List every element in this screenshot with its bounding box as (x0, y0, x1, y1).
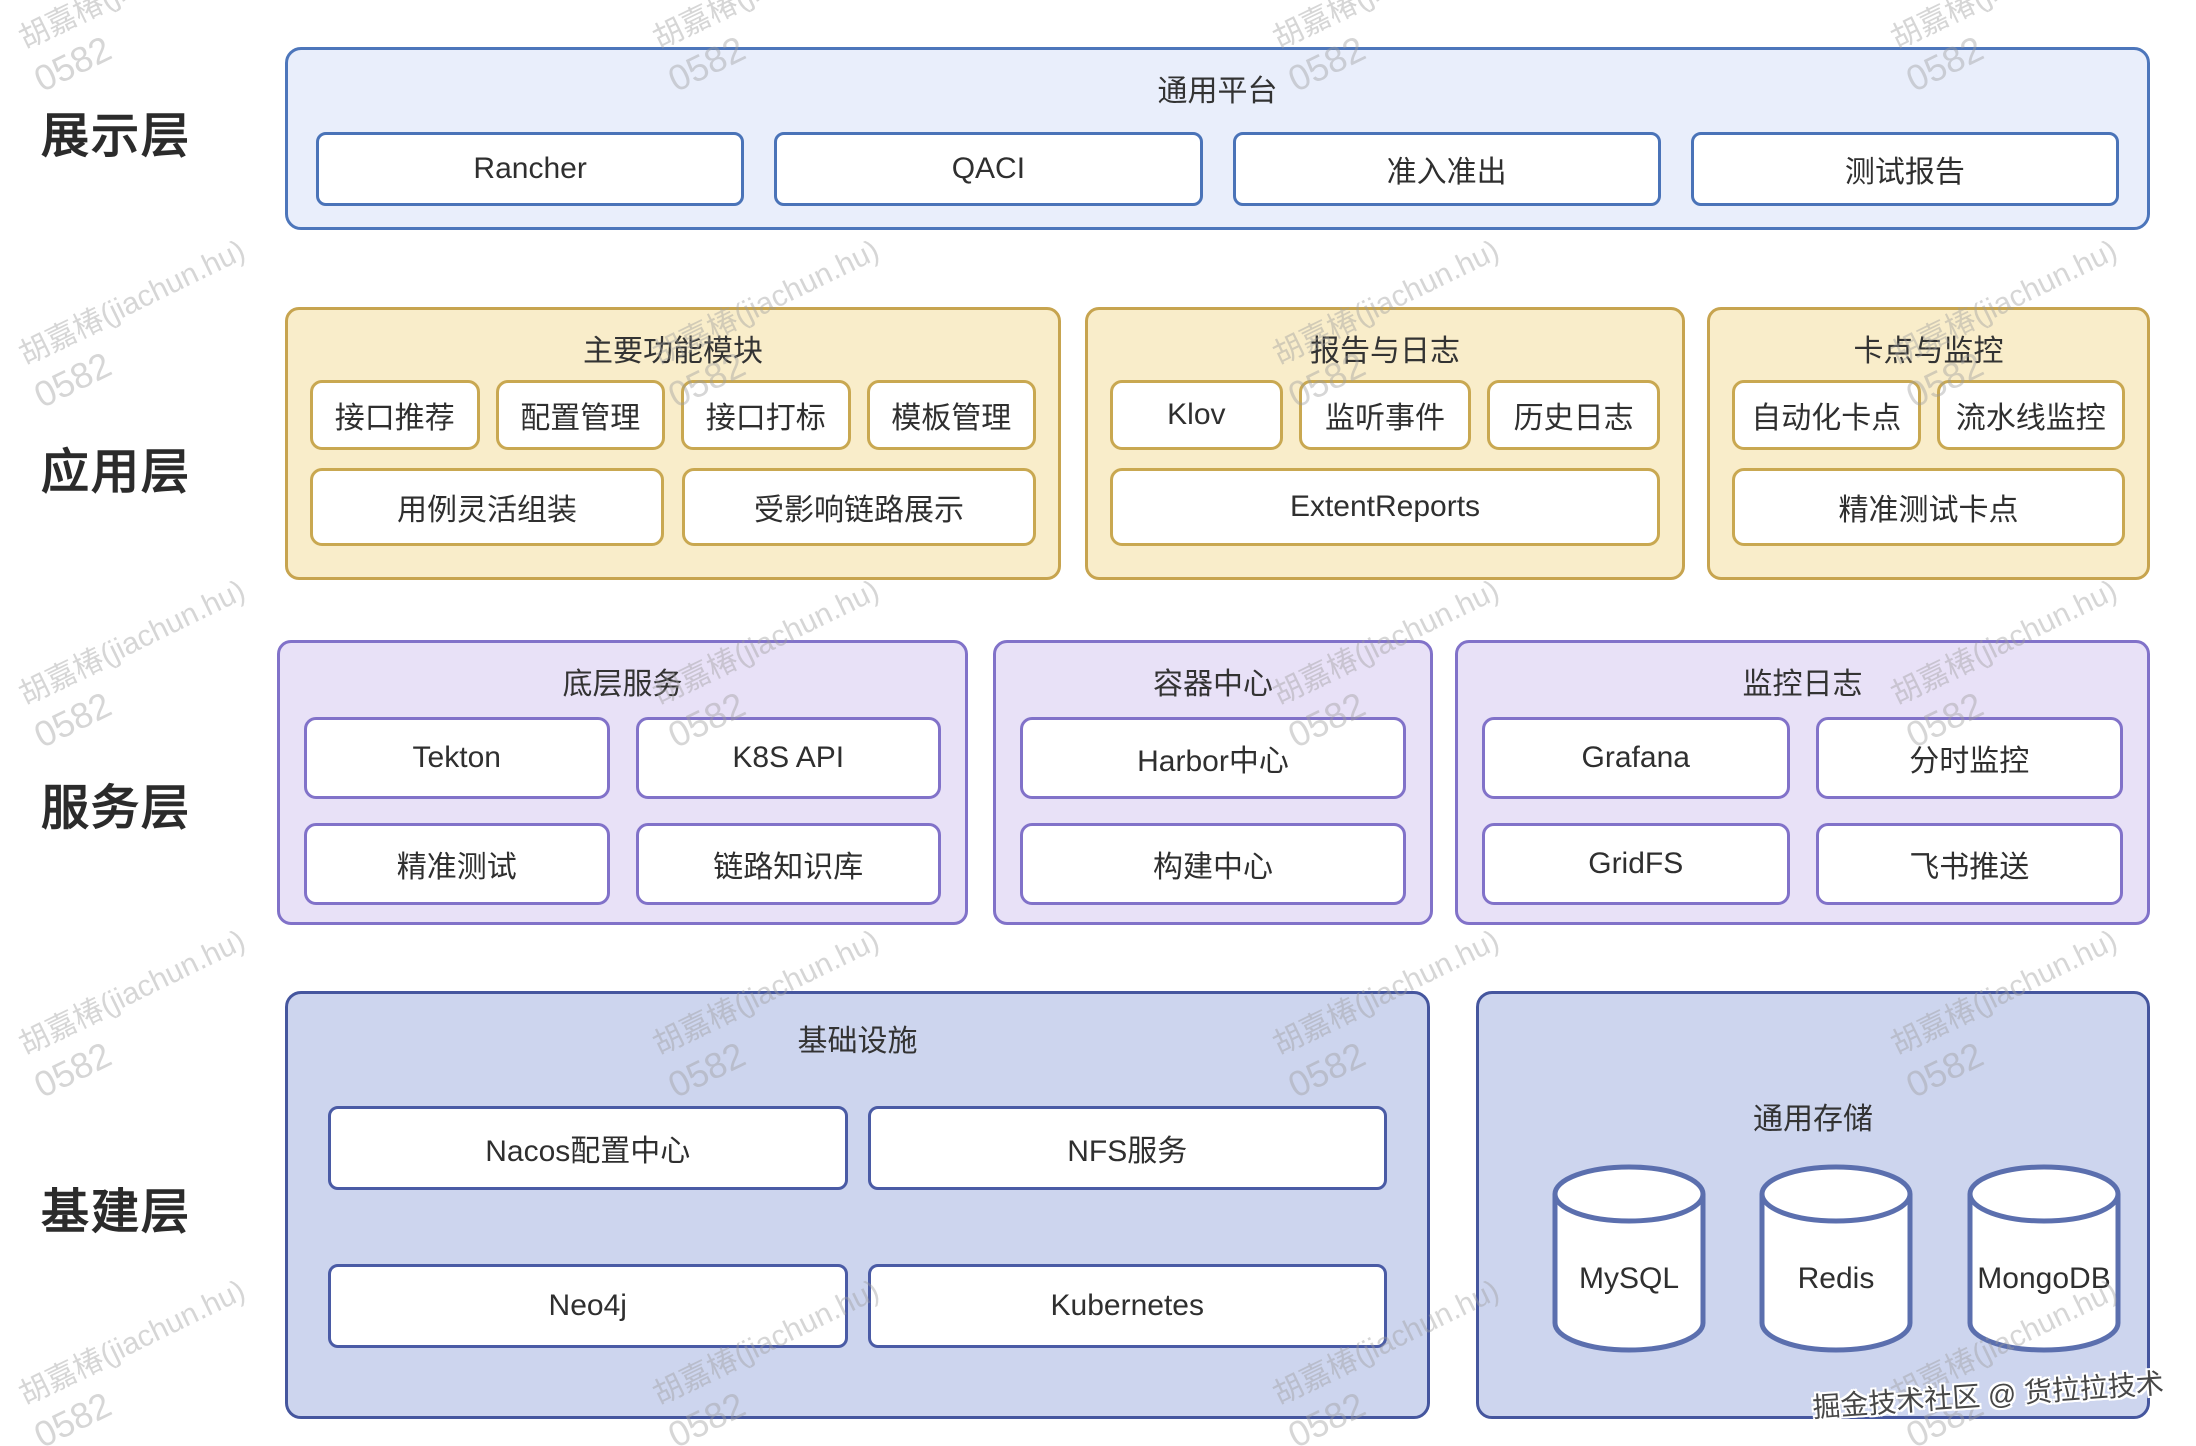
panel-title: 卡点与监控 (1853, 335, 2004, 368)
panel-main-modules: 主要功能模块 接口推荐 配置管理 接口打标 模板管理 用例灵活组装 受影响链路展… (285, 307, 1061, 580)
panel-title: 容器中心 (1153, 668, 1273, 701)
node-event-listen: 监听事件 (1298, 380, 1472, 450)
node-api-tagging: 接口打标 (681, 380, 851, 450)
node-gridfs: GridFS (1482, 823, 1790, 905)
database-cylinder-mysql: MySQL (1549, 1162, 1709, 1357)
panel-title: 主要功能模块 (583, 335, 763, 368)
watermark: 胡嘉椿(jiachun.hu)0582 (14, 0, 250, 100)
node-rancher: Rancher (316, 132, 745, 206)
panel-title: 报告与日志 (1310, 335, 1460, 368)
panel-gates-monitoring: 卡点与监控 自动化卡点 流水线监控 精准测试卡点 (1707, 307, 2150, 580)
node-nacos: Nacos配置中心 (328, 1106, 848, 1190)
node-build-center: 构建中心 (1020, 823, 1406, 905)
node-grafana: Grafana (1482, 717, 1790, 799)
node-auto-gate: 自动化卡点 (1732, 380, 1921, 450)
node-feishu-push: 飞书推送 (1815, 823, 2123, 905)
database-cylinder-redis: Redis (1756, 1162, 1916, 1357)
layer-label-presentation: 展示层 (40, 110, 191, 163)
node-config-mgmt: 配置管理 (495, 380, 665, 450)
node-nfs: NFS服务 (867, 1106, 1387, 1190)
node-qaci: QACI (774, 132, 1203, 206)
layer-label-application: 应用层 (40, 446, 191, 499)
node-kubernetes: Kubernetes (867, 1264, 1387, 1348)
database-label: MySQL (1578, 1262, 1680, 1295)
database-icon (1759, 1164, 1913, 1353)
panel-title: 底层服务 (562, 668, 683, 701)
layer-label-infrastructure: 基建层 (40, 1186, 191, 1239)
panel-title: 基础设施 (797, 1025, 918, 1058)
node-neo4j: Neo4j (328, 1264, 848, 1348)
panel-container-center: 容器中心 Harbor中心 构建中心 (993, 640, 1433, 925)
node-harbor-center: Harbor中心 (1020, 717, 1406, 799)
node-extentreports: ExtentReports (1110, 468, 1660, 546)
node-precise-gate: 精准测试卡点 (1732, 468, 2125, 546)
node-link-kb: 链路知识库 (635, 823, 941, 905)
database-label: Redis (1797, 1262, 1875, 1295)
node-api-recommend: 接口推荐 (310, 380, 480, 450)
panel-base-services: 底层服务 Tekton K8S API 精准测试 链路知识库 (277, 640, 968, 925)
watermark: 胡嘉椿(jiachun.hu)0582 (14, 1273, 251, 1446)
panel-title: 通用存储 (1753, 1103, 1873, 1136)
node-template-mgmt: 模板管理 (866, 380, 1036, 450)
node-case-assembly: 用例灵活组装 (310, 468, 664, 546)
node-test-report: 测试报告 (1690, 132, 2119, 206)
layer-label-service: 服务层 (40, 782, 191, 835)
panel-common-platform: 通用平台 Rancher QACI 准入准出 测试报告 (285, 47, 2150, 230)
node-pipeline-mon: 流水线监控 (1936, 380, 2125, 450)
node-impacted-links: 受影响链路展示 (682, 468, 1036, 546)
database-icon (1552, 1164, 1706, 1353)
database-label: MongoDB (1977, 1262, 2111, 1295)
panel-infrastructure: 基础设施 Nacos配置中心 NFS服务 Neo4j Kubernetes (285, 991, 1430, 1419)
watermark: 胡嘉椿(jiachun.hu)0582 (14, 573, 251, 756)
node-k8s-api: K8S API (635, 717, 941, 799)
node-tekton: Tekton (304, 717, 610, 799)
panel-title: 监控日志 (1742, 668, 1863, 701)
node-klov: Klov (1110, 380, 1283, 450)
database-icon (1967, 1164, 2121, 1353)
database-cylinder-mongodb: MongoDB (1964, 1162, 2124, 1357)
watermark: 胡嘉椿(jiachun.hu)0582 (14, 923, 251, 1106)
panel-common-storage: 通用存储 MySQL Redis MongoDB (1476, 991, 2150, 1419)
panel-reports-logs: 报告与日志 Klov 监听事件 历史日志 ExtentReports (1085, 307, 1685, 580)
panel-monitor-logs: 监控日志 Grafana 分时监控 GridFS 飞书推送 (1455, 640, 2150, 925)
node-timeshare-mon: 分时监控 (1815, 717, 2123, 799)
watermark: 胡嘉椿(jiachun.hu)0582 (14, 233, 251, 416)
panel-title: 通用平台 (1157, 75, 1278, 108)
node-precise-test: 精准测试 (304, 823, 610, 905)
node-access-control: 准入准出 (1232, 132, 1661, 206)
node-history-logs: 历史日志 (1487, 380, 1661, 450)
